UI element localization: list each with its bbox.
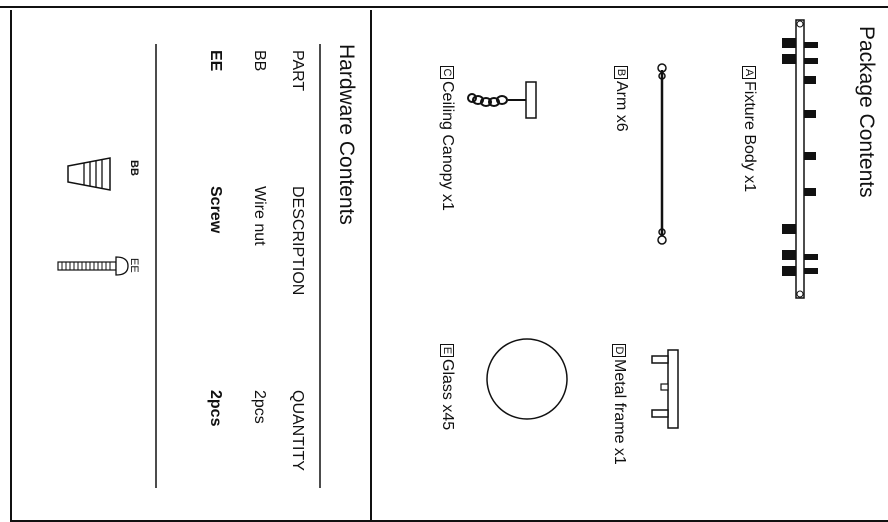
ceiling-canopy-drawing: [467, 81, 537, 119]
header-quantity: QUANTITY: [289, 390, 306, 471]
hardware-contents-title: Hardware Contents: [335, 44, 358, 225]
metal-frame-label: D Metal frame x1: [610, 344, 628, 465]
ceiling-canopy-letter-box: C: [440, 66, 454, 79]
top-rule: [0, 6, 888, 8]
metal-frame-letter-box: D: [612, 344, 626, 357]
arm-drawing: [657, 63, 667, 245]
row-bb-part: BB: [251, 50, 268, 72]
arm-text: Arm x6: [613, 81, 630, 132]
header-part: PART: [289, 50, 306, 92]
fixture-body-letter-box: A: [742, 66, 756, 79]
table-bottom-rule: [155, 44, 157, 488]
row-ee-description: Screw: [207, 186, 224, 234]
fixture-body-label: A Fixture Body x1: [740, 66, 758, 192]
glass-drawing: [486, 338, 568, 420]
screw-label: EE: [128, 258, 140, 273]
screw-icon: [57, 256, 129, 276]
arm-label: B Arm x6: [612, 66, 630, 132]
header-description: DESCRIPTION: [289, 186, 306, 296]
row-ee-part: EE: [207, 50, 224, 72]
table-top-rule: [319, 44, 321, 488]
row-ee-quantity: 2pcs: [207, 390, 224, 427]
package-contents-title: Package Contents: [855, 26, 878, 198]
arm-letter-box: B: [614, 66, 628, 79]
metal-frame-drawing: [651, 349, 679, 429]
glass-text: Glass x45: [439, 359, 456, 431]
metal-frame-text: Metal frame x1: [611, 359, 628, 465]
row-bb-description: Wire nut: [251, 186, 268, 246]
fixture-body-text: Fixture Body x1: [741, 81, 758, 193]
ceiling-canopy-label: C Ceiling Canopy x1: [438, 66, 456, 211]
fixture-body-drawing: [782, 19, 818, 299]
glass-letter-box: E: [440, 344, 454, 357]
glass-label: E Glass x45: [438, 344, 456, 430]
wire-nut-label: BB: [128, 160, 140, 176]
row-bb-quantity: 2pcs: [251, 390, 268, 424]
ceiling-canopy-text: Ceiling Canopy x1: [439, 81, 456, 211]
wire-nut-icon: [67, 157, 111, 191]
